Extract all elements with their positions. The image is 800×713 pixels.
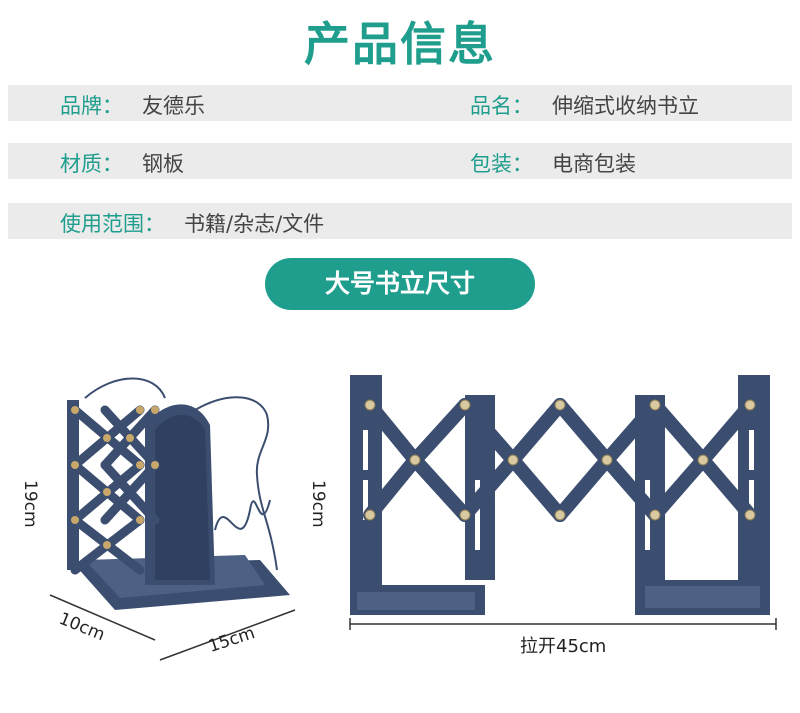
bookend-extended-image	[350, 375, 770, 615]
usage-label: 使用范围：	[60, 212, 165, 236]
size-banner: 大号书立尺寸	[265, 258, 535, 310]
usage-value: 书籍/杂志/文件	[184, 212, 325, 236]
info-row-material: 材质： 钢板 包装： 电商包装	[8, 143, 792, 179]
left-depth-line	[49, 594, 156, 641]
left-height-label: 19cm	[20, 480, 40, 528]
name-label: 品名：	[470, 94, 533, 118]
package-label: 包装：	[470, 152, 533, 176]
right-width-line	[349, 618, 777, 630]
brand-value: 友德乐	[142, 94, 205, 118]
right-extended-label: 拉开45cm	[520, 636, 607, 657]
right-height-label: 19cm	[308, 480, 328, 528]
material-value: 钢板	[142, 152, 184, 176]
left-width-line	[159, 609, 296, 661]
bookend-compact-image	[67, 377, 290, 610]
page-title: 产品信息	[304, 17, 496, 71]
brand-label: 品牌：	[60, 94, 123, 118]
info-row-brand: 品牌： 友德乐 品名： 伸缩式收纳书立	[8, 85, 792, 121]
package-value: 电商包装	[552, 152, 636, 176]
material-label: 材质：	[60, 152, 123, 176]
name-value: 伸缩式收纳书立	[552, 94, 699, 118]
info-row-usage: 使用范围： 书籍/杂志/文件	[8, 203, 792, 239]
